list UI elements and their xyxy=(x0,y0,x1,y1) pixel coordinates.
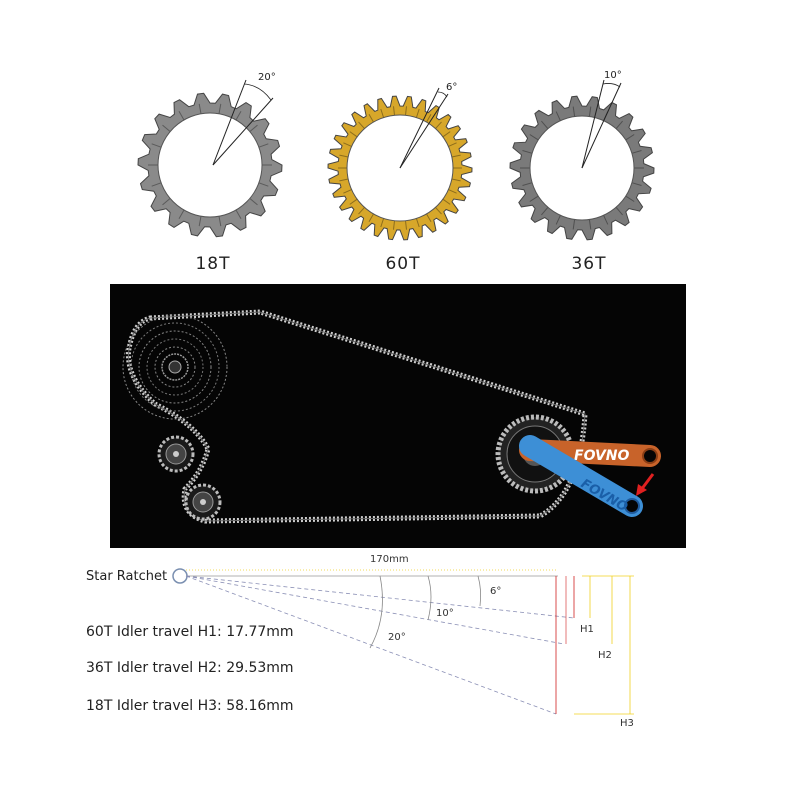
ring-18t-label: 18T xyxy=(195,254,231,274)
crank-brand-label: FOVNO xyxy=(574,448,630,464)
pivot-point xyxy=(172,568,188,584)
ring-60t: 6° 60T xyxy=(308,60,498,280)
h2-label: H2 xyxy=(598,650,612,661)
h3-label: H3 xyxy=(620,718,634,729)
ring-36t-angle: 10° xyxy=(604,70,622,81)
angle-6-label: 6° xyxy=(490,586,501,597)
angle-10-label: 10° xyxy=(436,608,454,619)
geometry-diagram: 170mm Star Ratchet 6° 10° 20° H1 H2 H3 xyxy=(86,554,634,729)
drivetrain-graphic: FOVNO FOVNO xyxy=(122,309,661,524)
cassette xyxy=(122,314,228,420)
ring-36t: 10° 36T xyxy=(494,60,684,280)
ring-36t-label: 36T xyxy=(571,254,607,274)
crank-length-label: 170mm xyxy=(370,554,409,565)
ring-18t: 20° 18T xyxy=(118,60,308,280)
ring-60t-label: 60T xyxy=(385,254,421,274)
lower-pulley xyxy=(184,483,222,521)
h1-label: H1 xyxy=(580,624,594,635)
ring-60t-angle: 6° xyxy=(446,82,457,93)
pivot-label: Star Ratchet xyxy=(86,569,167,584)
travel-h3: 18T Idler travel H3: 58.16mm xyxy=(86,698,294,714)
ring-36t-graphic: 10° xyxy=(509,70,655,241)
travel-h2: 36T Idler travel H2: 29.53mm xyxy=(86,660,294,676)
ring-60t-graphic: 6° xyxy=(327,82,473,241)
rotation-arrow xyxy=(636,473,655,496)
angle-20-label: 20° xyxy=(388,632,406,643)
drivetrain-diagram: FOVNO FOVNO xyxy=(110,284,686,548)
travel-h1: 60T Idler travel H1: 17.77mm xyxy=(86,624,294,640)
upper-pulley xyxy=(157,435,195,473)
ring-18t-angle: 20° xyxy=(258,72,276,83)
ring-18t-graphic: 20° xyxy=(137,72,283,238)
